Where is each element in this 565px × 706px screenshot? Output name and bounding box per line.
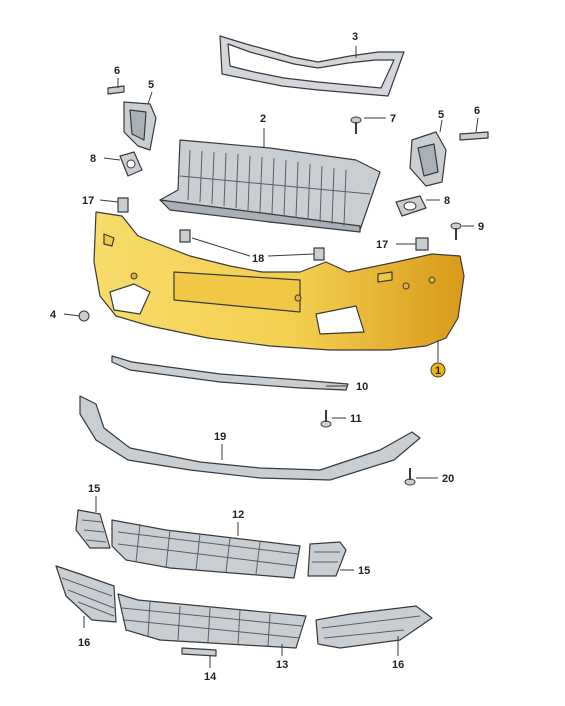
- callout-19: 19: [214, 431, 226, 443]
- callout-8-right: 8: [444, 195, 450, 207]
- callout-5-left: 5: [148, 79, 154, 91]
- part-5-bracket-right: [409, 131, 447, 187]
- part-12-upper-grille: [111, 519, 301, 579]
- callout-1: 1: [435, 365, 441, 377]
- part-9-screw: [450, 222, 462, 240]
- part-16-trim-left: [55, 565, 117, 623]
- callout-8-left: 8: [90, 153, 96, 165]
- callout-20: 20: [442, 473, 454, 485]
- part-15-bezel-right: [307, 541, 347, 577]
- part-7-screw: [350, 116, 362, 134]
- callout-5-right: 5: [438, 109, 444, 121]
- part-4-plug: [78, 310, 90, 322]
- callout-14: 14: [204, 671, 217, 683]
- part-8-ring-left: [119, 151, 143, 177]
- part-15-bezel-left: [75, 509, 111, 549]
- callout-6-right: 6: [474, 105, 480, 117]
- callout-labels: 3 6 5 2 7 5 6 8 8 17 9 17 18 4 1 10 11 1…: [50, 31, 484, 683]
- part-5-bracket-left: [123, 101, 157, 151]
- callout-18: 18: [252, 253, 264, 265]
- part-17-clip-left: [117, 197, 129, 213]
- callout-6-left: 6: [114, 65, 120, 77]
- callout-16-right: 16: [392, 659, 404, 671]
- leader-lines: [63, 46, 479, 668]
- part-6-clip-right: [459, 131, 489, 141]
- part-20-screw: [404, 468, 416, 486]
- part-19-spoiler: [79, 395, 421, 481]
- callout-17-left: 17: [82, 195, 94, 207]
- part-10-strip: [111, 355, 349, 391]
- callout-15-left: 15: [88, 483, 100, 495]
- callout-7: 7: [390, 113, 396, 125]
- callout-13: 13: [276, 659, 288, 671]
- part-17-clip-right: [415, 237, 429, 251]
- part-14-trim-strip: [181, 647, 217, 657]
- callout-11: 11: [350, 413, 362, 425]
- callout-4: 4: [50, 309, 57, 321]
- part-18-clips: [179, 229, 325, 261]
- part-1-bumper-cover: [93, 211, 465, 351]
- part-2-main-grille: [159, 139, 381, 233]
- callout-1-badge: [430, 362, 446, 378]
- callout-2: 2: [260, 113, 266, 125]
- part-11-screw: [320, 410, 332, 428]
- callout-16-left: 16: [78, 637, 90, 649]
- callout-3: 3: [352, 31, 358, 43]
- callout-12: 12: [232, 509, 244, 521]
- callout-17-right: 17: [376, 239, 388, 251]
- part-13-lower-grille: [117, 593, 307, 649]
- callout-15-right: 15: [358, 565, 370, 577]
- part-8-ring-right: [395, 195, 427, 217]
- part-6-clip-left: [107, 85, 125, 95]
- part-3-grille-frame: [219, 35, 405, 97]
- part-16-trim-right: [315, 605, 433, 649]
- callout-10: 10: [356, 381, 368, 393]
- callout-9: 9: [478, 221, 484, 233]
